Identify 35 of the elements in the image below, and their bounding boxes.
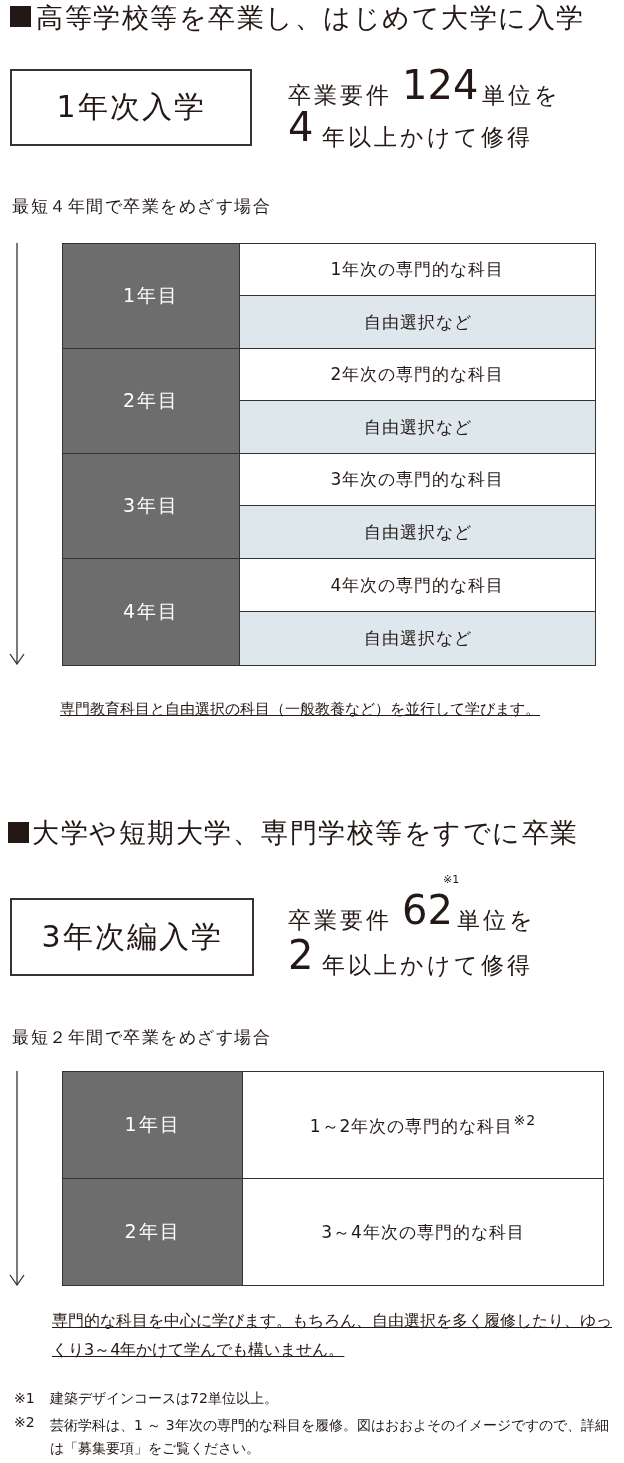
elective-cell: 自由選択など — [239, 611, 596, 666]
requirement-text: 年以上かけて修得 — [322, 951, 533, 980]
elective-cell: 自由選択など — [239, 505, 596, 559]
caption-text: 最短４年間で卒業をめざす場合 — [12, 195, 271, 218]
credit-number: 124 — [402, 62, 479, 108]
footnote-mark: ※1 — [14, 1390, 35, 1406]
year-cell: 2年目 — [62, 348, 240, 454]
footnote-text: 建築デザインコースは72単位以上。 — [50, 1390, 278, 1408]
year-number: 2 — [288, 932, 314, 978]
note-text: 専門的な科目を中心に学びます。もちろん、自由選択を多く履修したり、ゆっくり3～4年かけて学んでも構いません。 — [52, 1310, 613, 1361]
section-heading: 高等学校等を卒業し、はじめて大学に入学 — [36, 1, 586, 35]
year-cell: 1年目 — [62, 1071, 243, 1179]
section-heading: 大学や短期大学、専門学校等をすでに卒業 — [32, 816, 580, 850]
subject-cell: 1年次の専門的な科目 — [239, 243, 596, 296]
elective-cell: 自由選択など — [239, 400, 596, 454]
requirement-text: 年以上かけて修得 — [322, 123, 533, 152]
footnote-mark: ※1 — [443, 873, 460, 886]
requirement-text: 卒業要件 — [288, 906, 392, 935]
note-text: 専門教育科目と自由選択の科目（一般教養など）を並行して学びます。 — [60, 700, 540, 719]
entry-type-box: 1年次入学 — [10, 69, 252, 146]
footnote-text: 芸術学科は、1 ～ 3年次の専門的な科目を履修。図はおおよそのイメージですので、詳細は「募集要項」をご覧ください。 — [50, 1416, 610, 1458]
year-cell: 1年目 — [62, 243, 240, 349]
subject-cell: 3～4年次の専門的な科目 — [242, 1178, 604, 1286]
entry-type-box: 3年次編入学 — [10, 898, 254, 976]
caption-text: 最短２年間で卒業をめざす場合 — [12, 1026, 271, 1049]
year-cell: 2年目 — [62, 1178, 243, 1286]
footnote-mark: ※2 — [14, 1414, 35, 1430]
year-cell: 4年目 — [62, 558, 240, 666]
requirement-text: 卒業要件 — [288, 81, 392, 110]
credit-number: 62 — [402, 887, 453, 933]
year-cell: 3年目 — [62, 453, 240, 559]
requirement-text: 単位を — [457, 906, 536, 935]
subject-cell: 1～2年次の専門的な科目$^{※2}$ — [242, 1071, 604, 1179]
requirement-text: 単位を — [482, 81, 561, 110]
elective-cell: 自由選択など — [239, 295, 596, 349]
